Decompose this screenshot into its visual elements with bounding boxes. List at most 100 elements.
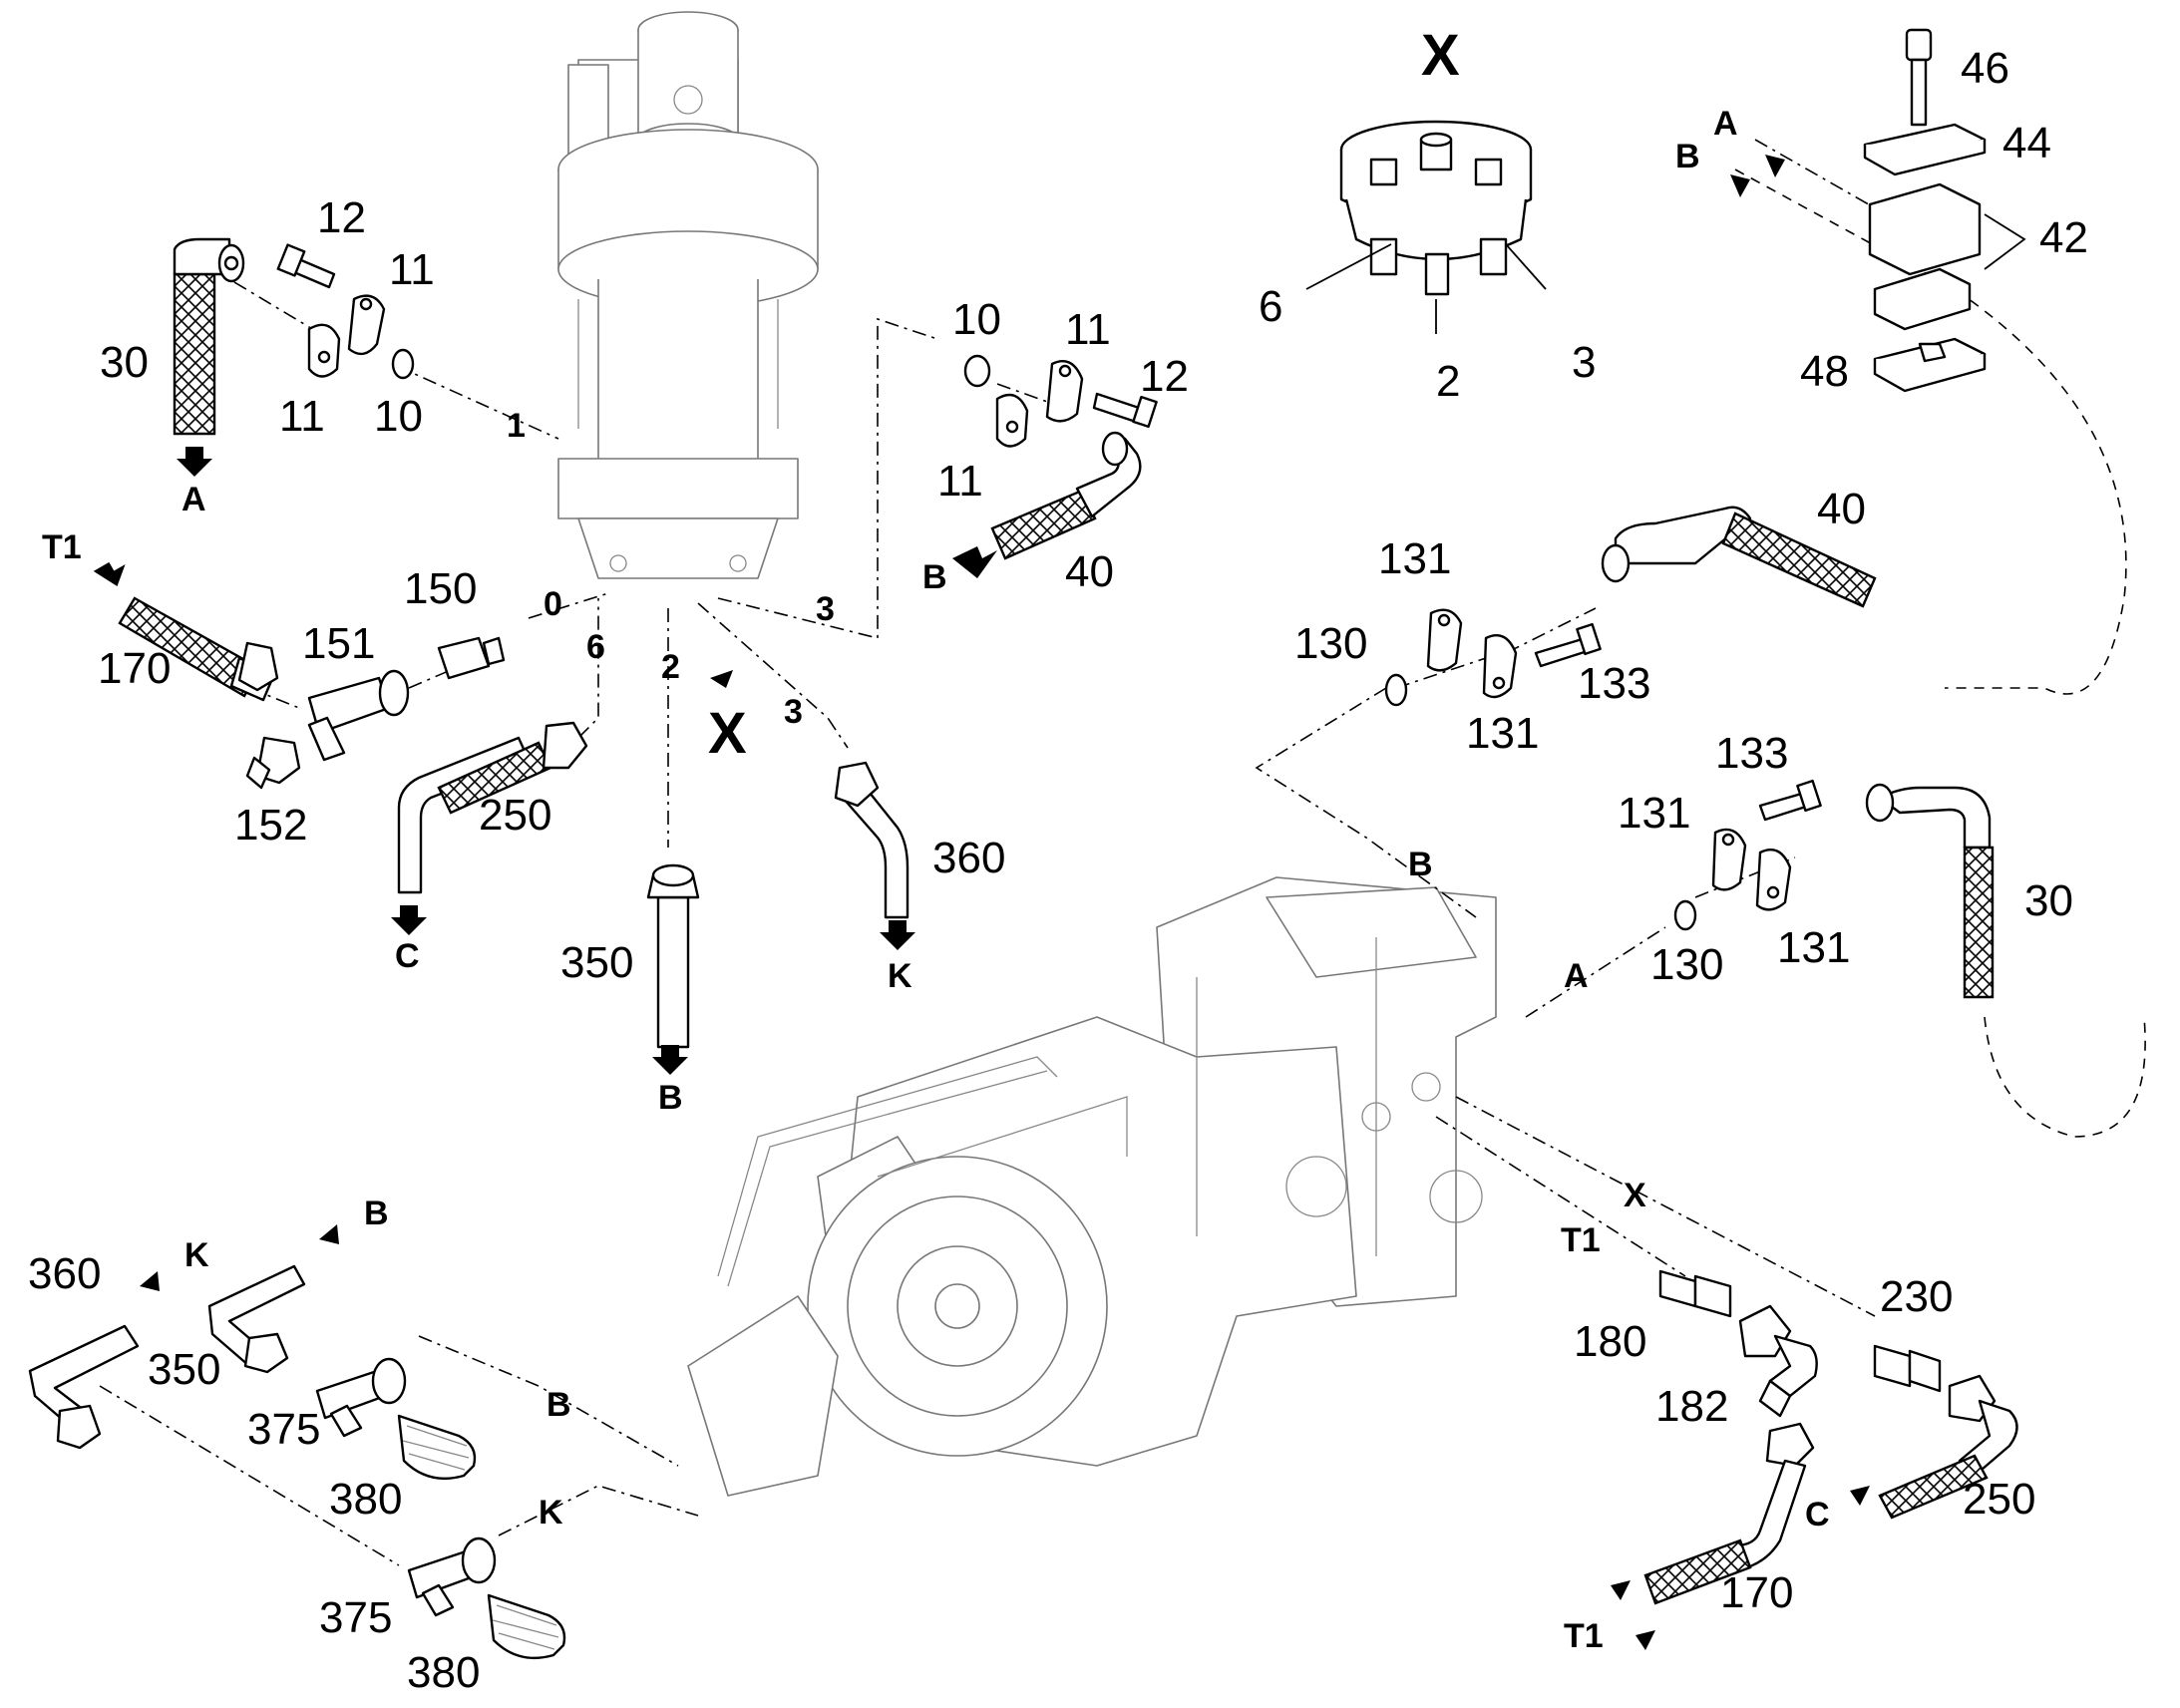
flange-half-11-right-lower [995, 393, 1029, 448]
connector-b: B [922, 558, 947, 596]
view-label-x-detail: X [1421, 23, 1460, 88]
label-0: 0 [544, 585, 562, 623]
hose-30-right [1865, 783, 1995, 999]
label-6: 6 [586, 628, 605, 666]
pipe-350-bottom [207, 1264, 306, 1374]
fitting-230 [1873, 1344, 1942, 1393]
label-133: 133 [1578, 659, 1650, 708]
connector-a: A [1564, 957, 1589, 995]
fitting-180 [1658, 1269, 1732, 1318]
label-3: 3 [816, 590, 835, 628]
flange-half-131-d [1755, 848, 1792, 911]
connector-k: K [184, 1236, 209, 1274]
connector-arrows [93, 155, 1870, 1650]
hose-250-left [397, 721, 588, 894]
label-12: 12 [1140, 352, 1189, 401]
label-11: 11 [1065, 305, 1111, 354]
connector-b: B [364, 1195, 389, 1232]
connection-lines [99, 139, 2146, 1566]
label-250: 250 [479, 791, 551, 840]
label-131: 131 [1777, 923, 1850, 972]
label-40: 40 [1817, 485, 1866, 533]
connector-a: A [1713, 105, 1738, 143]
connector-k: K [539, 1494, 563, 1532]
flange-half-11-right-upper [1045, 359, 1084, 423]
hose-250-right [1878, 1374, 2018, 1520]
leader-lines [1305, 213, 2026, 334]
bolt-12-top-left [276, 243, 336, 289]
label-250: 250 [1963, 1475, 2035, 1524]
label-170: 170 [98, 644, 171, 693]
label-131: 131 [1466, 709, 1539, 758]
tee-fitting-375-lower [407, 1537, 497, 1617]
pipe-360-left [834, 761, 909, 919]
view-labels: X X [708, 23, 1460, 766]
part-number-labels: 12 11 30 11 10 1 T1 150 0 151 6 170 2 3 … [28, 44, 2088, 1697]
label-350: 350 [148, 1345, 220, 1394]
tee-fitting-375-upper [315, 1357, 407, 1438]
label-t1: T1 [42, 528, 82, 566]
label-6: 6 [1259, 282, 1282, 331]
hose-30-top-left [173, 237, 245, 436]
hose-170-left [118, 596, 279, 702]
label-46: 46 [1961, 44, 2009, 93]
bolt-133-a [1534, 622, 1602, 668]
label-230: 230 [1880, 1272, 1953, 1321]
fitting-150 [437, 636, 506, 680]
label-12: 12 [317, 193, 366, 242]
tee-fitting-151 [307, 669, 410, 762]
flange-half-11-lower [307, 323, 341, 378]
label-133: 133 [1715, 729, 1788, 778]
hose-40-right-of-joint [990, 431, 1142, 560]
o-ring-130-b [1673, 899, 1697, 931]
label-30: 30 [100, 338, 149, 387]
clamp-plate-48 [1873, 337, 1987, 393]
label-380: 380 [407, 1648, 480, 1697]
connector-b: B [1408, 846, 1433, 883]
flange-half-131-b [1482, 633, 1518, 699]
pipe-350-left [646, 863, 700, 1049]
pipe-360-bottom [28, 1324, 140, 1450]
label-151: 151 [302, 619, 375, 668]
label-2: 2 [661, 648, 680, 686]
flange-half-11-upper [347, 294, 386, 356]
plug-152 [245, 736, 301, 790]
label-150: 150 [404, 564, 477, 613]
label-375: 375 [247, 1405, 320, 1454]
bolt-46 [1905, 28, 1933, 127]
label-182: 182 [1655, 1382, 1728, 1431]
hose-170-right [1643, 1422, 1815, 1605]
flange-half-131-c [1711, 828, 1747, 891]
label-48: 48 [1800, 347, 1849, 396]
label-131: 131 [1378, 534, 1451, 583]
label-375: 375 [319, 1593, 392, 1642]
clamp-halves-42 [1868, 182, 1982, 331]
label-30: 30 [2024, 876, 2073, 925]
filter-380-upper [397, 1414, 477, 1480]
label-1: 1 [507, 407, 526, 445]
filter-380-lower [487, 1593, 566, 1659]
elbow-fitting-182 [1738, 1304, 1818, 1418]
hose-40-right [1601, 506, 1877, 608]
label-10: 10 [952, 295, 1001, 344]
label-360: 360 [28, 1249, 101, 1298]
label-40: 40 [1065, 547, 1114, 596]
pump-gearbox-assembly [687, 876, 1497, 1497]
label-11: 11 [389, 245, 435, 294]
bolt-12-right [1092, 392, 1158, 429]
connector-c: C [1805, 1496, 1830, 1534]
label-152: 152 [234, 801, 307, 850]
o-ring-10-top-left [391, 348, 415, 380]
label-11: 11 [937, 457, 983, 506]
connector-t1: T1 [1561, 1221, 1601, 1259]
label-10: 10 [374, 392, 423, 441]
label-350: 350 [560, 938, 633, 987]
label-11: 11 [279, 392, 325, 441]
label-130: 130 [1650, 940, 1723, 989]
o-ring-10-right [963, 354, 991, 388]
o-ring-130-a [1384, 673, 1408, 707]
bolt-133-b [1758, 779, 1822, 822]
connector-letters: A T1 C B K B A B B A X T1 K B B K C T1 [182, 105, 1830, 1655]
label-44: 44 [2002, 119, 2051, 168]
label-360: 360 [932, 834, 1005, 882]
